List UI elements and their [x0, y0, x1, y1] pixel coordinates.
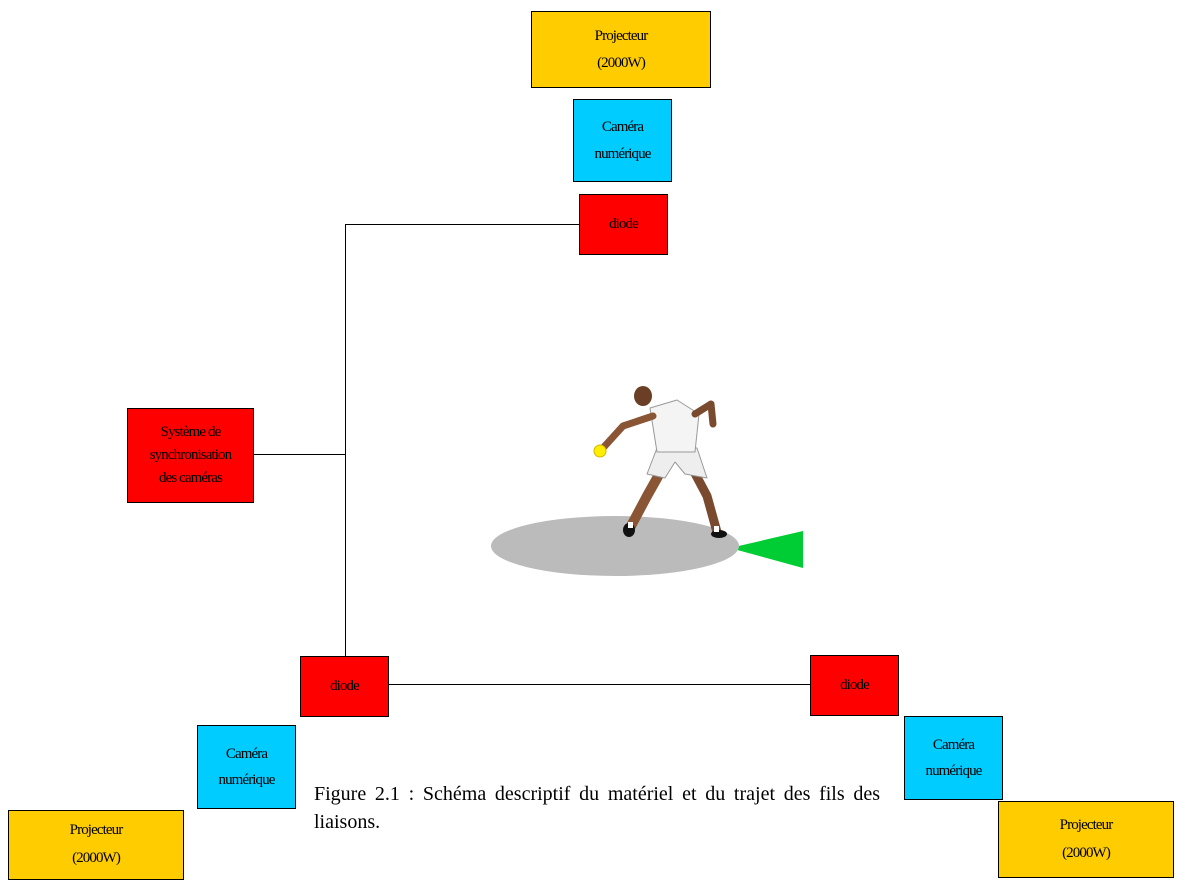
diode-right-label: diode [840, 677, 870, 694]
sync-system: Système de synchronisation des caméras [127, 408, 254, 503]
figure-caption: Figure 2.1 : Schéma descriptif du matéri… [314, 783, 880, 833]
diode-top: diode [579, 194, 668, 255]
shot-ball [593, 444, 607, 458]
projector-top-line1: Projecteur [594, 28, 649, 45]
projector-top-line2: (2000W) [597, 54, 646, 71]
projector-right-line1: Projecteur [1059, 816, 1114, 833]
sync-system-line3: des caméras [159, 470, 223, 487]
diode-right: diode [810, 655, 899, 716]
camera-right-line2: numérique [925, 763, 982, 779]
camera-right-line1: Caméra [932, 736, 975, 753]
wire-top-horizontal [345, 224, 579, 225]
projector-right: Projecteur (2000W) [998, 801, 1174, 878]
projector-right-line2: (2000W) [1062, 844, 1111, 861]
wire-sync-horizontal [254, 454, 346, 455]
projector-left-line1: Projecteur [69, 822, 124, 839]
shot-put-illustration [491, 386, 803, 576]
camera-left: Caméra numérique [197, 725, 296, 809]
camera-top-line2: numérique [594, 145, 651, 162]
projector-left-line2: (2000W) [72, 850, 121, 866]
camera-right: Caméra numérique [904, 716, 1003, 800]
sync-system-line2: synchronisation [149, 446, 232, 463]
wire-vertical [345, 224, 346, 660]
wire-bottom-horizontal [389, 684, 811, 685]
projector-top: Projecteur (2000W) [531, 11, 711, 88]
camera-top: Caméra numérique [573, 99, 672, 182]
camera-top-line1: Caméra [601, 119, 644, 136]
diode-left: diode [300, 656, 389, 717]
athlete-figure [599, 386, 727, 538]
camera-left-line1: Caméra [225, 745, 268, 762]
diode-left-label: diode [330, 678, 360, 695]
camera-left-line2: numérique [218, 772, 275, 788]
sync-system-line1: Système de [160, 423, 222, 440]
diode-top-label: diode [609, 216, 639, 233]
projector-left: Projecteur (2000W) [8, 810, 184, 880]
throwing-circle [491, 516, 739, 576]
throwing-sector [730, 531, 803, 568]
